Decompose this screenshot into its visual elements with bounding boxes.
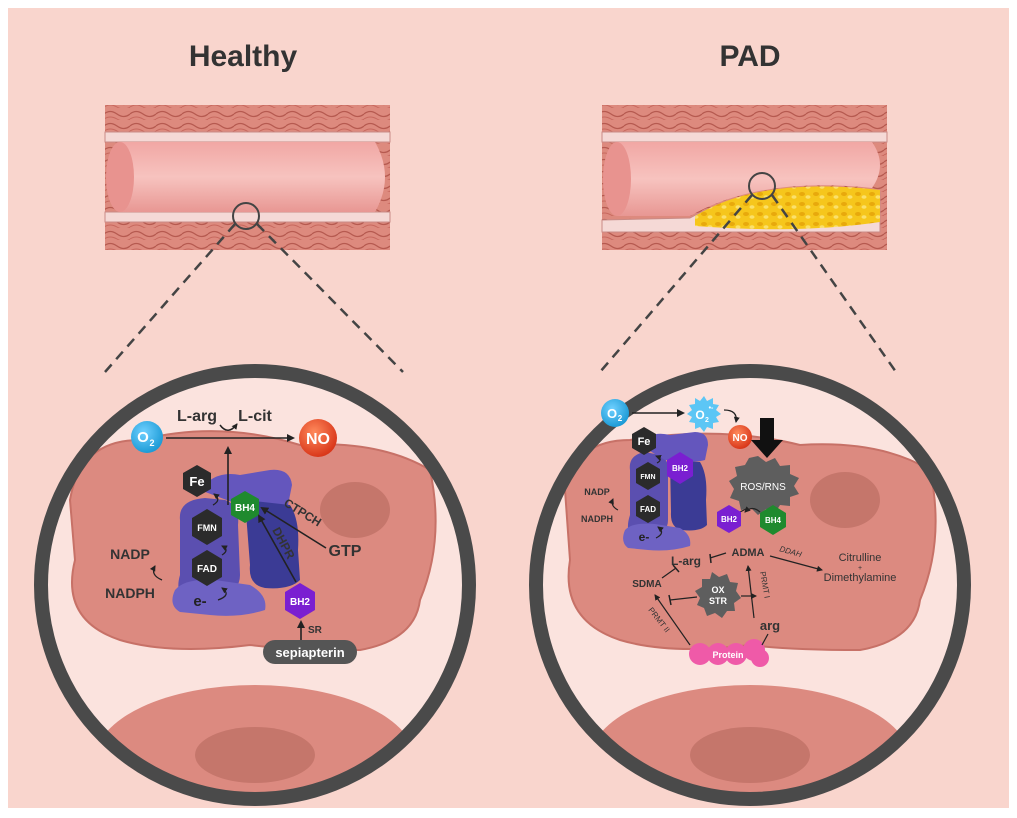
- pad-zoom-ring: [529, 364, 971, 806]
- superoxide-subscript: 2: [705, 417, 709, 424]
- protein-chain: Protein: [689, 639, 769, 667]
- gtp-label: GTP: [329, 543, 362, 560]
- l-arg-to-l-cit-arrow: [219, 423, 238, 431]
- nadp-label: NADP: [110, 546, 150, 562]
- str-label: STR: [709, 596, 728, 606]
- ox-label: OX: [711, 585, 724, 595]
- pad-no-label: NO: [733, 433, 748, 444]
- pad-fe-electron-arrow: [655, 454, 662, 464]
- fmn-label: FMN: [197, 523, 217, 533]
- pad-l-arg-label: L-arg: [671, 554, 701, 568]
- oxstr-inhibits-sdma: [669, 596, 698, 601]
- plaque: [695, 186, 880, 230]
- ros-rns-label: ROS/RNS: [740, 482, 786, 493]
- bh2-label: BH2: [290, 597, 310, 608]
- sepiapterin-pill: sepiapterin: [263, 640, 357, 664]
- healthy-vessel: [104, 105, 391, 250]
- pad-nadph-label: NADPH: [581, 514, 613, 524]
- fad-label: FAD: [197, 564, 217, 575]
- pad-bh4-hexagon: BH4: [760, 505, 786, 535]
- o2-subscript: 2: [149, 438, 154, 448]
- dimethylamine-label: Dimethylamine: [824, 572, 897, 584]
- healthy-title: Healthy: [189, 40, 298, 73]
- healthy-zoom-ring: [34, 364, 476, 806]
- superoxide-to-no-arrow: [723, 409, 740, 423]
- pad-vessel: [601, 105, 888, 250]
- electron-label: e-: [193, 593, 206, 610]
- healthy-fad-hexagon: FAD: [192, 550, 222, 586]
- healthy-bh4-hexagon: BH4: [231, 491, 259, 523]
- protein-to-arg-line: [761, 633, 769, 646]
- pad-bh4-label: BH4: [765, 516, 782, 525]
- l-cit-label: L-cit: [238, 408, 272, 425]
- adma-inhibits-l-arg: [709, 552, 727, 559]
- protein-to-sdma-arrow: [654, 594, 691, 646]
- pad-o2-subscript: 2: [618, 414, 623, 423]
- no-decrease-arrow: [751, 418, 783, 458]
- fe-label: Fe: [189, 474, 204, 489]
- l-arg-label: L-arg: [177, 408, 217, 425]
- healthy-zoom-circle: [232, 202, 260, 230]
- pad-no-molecule: NO: [728, 425, 752, 449]
- no-label: NO: [306, 431, 330, 448]
- pad-bh2-enzyme-hexagon: BH2: [667, 452, 693, 484]
- sdma-inhibits-l-arg: [661, 567, 677, 579]
- pad-o2-molecule: O 2: [601, 399, 629, 427]
- superoxide-label: O: [695, 408, 704, 422]
- pad-bh2-hexagon: BH2: [717, 505, 741, 533]
- pad-zoom-circle: [748, 172, 776, 200]
- superoxide-molecule: O 2 •-: [687, 396, 721, 432]
- fmn-electron-arrow: [221, 545, 228, 556]
- electron-arrow: [217, 587, 228, 601]
- pad-title: PAD: [719, 40, 780, 73]
- oxstr-inhibit-bar: [668, 594, 672, 606]
- adma-to-citrulline-arrow: [769, 555, 823, 572]
- arg-label: arg: [760, 618, 780, 633]
- pad-fe-label: Fe: [638, 436, 651, 448]
- pad-fmn-hexagon: FMN: [636, 462, 660, 490]
- sepiapterin-label: sepiapterin: [275, 645, 344, 660]
- nadph-to-nadp-arrow: [149, 565, 163, 581]
- plus-label: +: [858, 565, 862, 572]
- nadph-label: NADPH: [105, 585, 155, 601]
- pad-zoom-view: O 2 O 2 •- NO ROS/RNS Fe: [529, 364, 971, 806]
- pad-fad-label: FAD: [640, 505, 656, 514]
- adma-inhibit-bar: [709, 553, 712, 564]
- pad-nadph-to-nadp-arrow: [608, 498, 619, 511]
- healthy-zoom-view: O 2 NO L-arg L-cit Fe FMN FAD e-: [34, 364, 476, 806]
- pad-fe-hexagon: Fe: [632, 427, 656, 455]
- o2-label: O: [137, 429, 149, 446]
- adma-label: ADMA: [732, 547, 765, 559]
- pad-nadp-label: NADP: [584, 487, 610, 497]
- protein-label: Protein: [712, 650, 743, 660]
- pad-fad-hexagon: FAD: [636, 495, 660, 523]
- pad-fmn-label: FMN: [640, 474, 655, 481]
- ros-rns-burst: ROS/RNS: [729, 456, 799, 515]
- healthy-fmn-hexagon: FMN: [192, 509, 222, 545]
- zoom-lines: [104, 194, 898, 373]
- pad-electron-arrow: [655, 526, 664, 539]
- healthy-no-molecule: NO: [299, 419, 337, 457]
- sdma-inhibit-bar: [672, 564, 680, 573]
- pad-bh2-label: BH2: [721, 515, 738, 524]
- healthy-fe-hexagon: Fe: [183, 465, 211, 497]
- pad-o2-label: O: [607, 406, 617, 421]
- bh4-label: BH4: [235, 503, 255, 514]
- bh4-to-bh2-arrow: [744, 506, 761, 513]
- fe-electron-arrow: [212, 493, 220, 506]
- arg-to-adma-arrow: [745, 565, 755, 619]
- healthy-o2-molecule: O 2: [131, 421, 163, 453]
- superoxide-charge: •-: [709, 405, 714, 412]
- sr-label: SR: [308, 625, 323, 636]
- healthy-bh2-hexagon: BH2: [285, 583, 315, 619]
- ox-str-burst: OX STR: [695, 572, 741, 618]
- pad-bh2-enzyme-label: BH2: [672, 464, 689, 473]
- bh2-to-bh4-arrow: [258, 514, 297, 583]
- citrulline-label: Citrulline: [839, 552, 882, 564]
- gtp-to-bh4-arrow: [260, 506, 327, 549]
- sdma-label: SDMA: [632, 579, 661, 590]
- pad-electron-label: e-: [639, 530, 650, 544]
